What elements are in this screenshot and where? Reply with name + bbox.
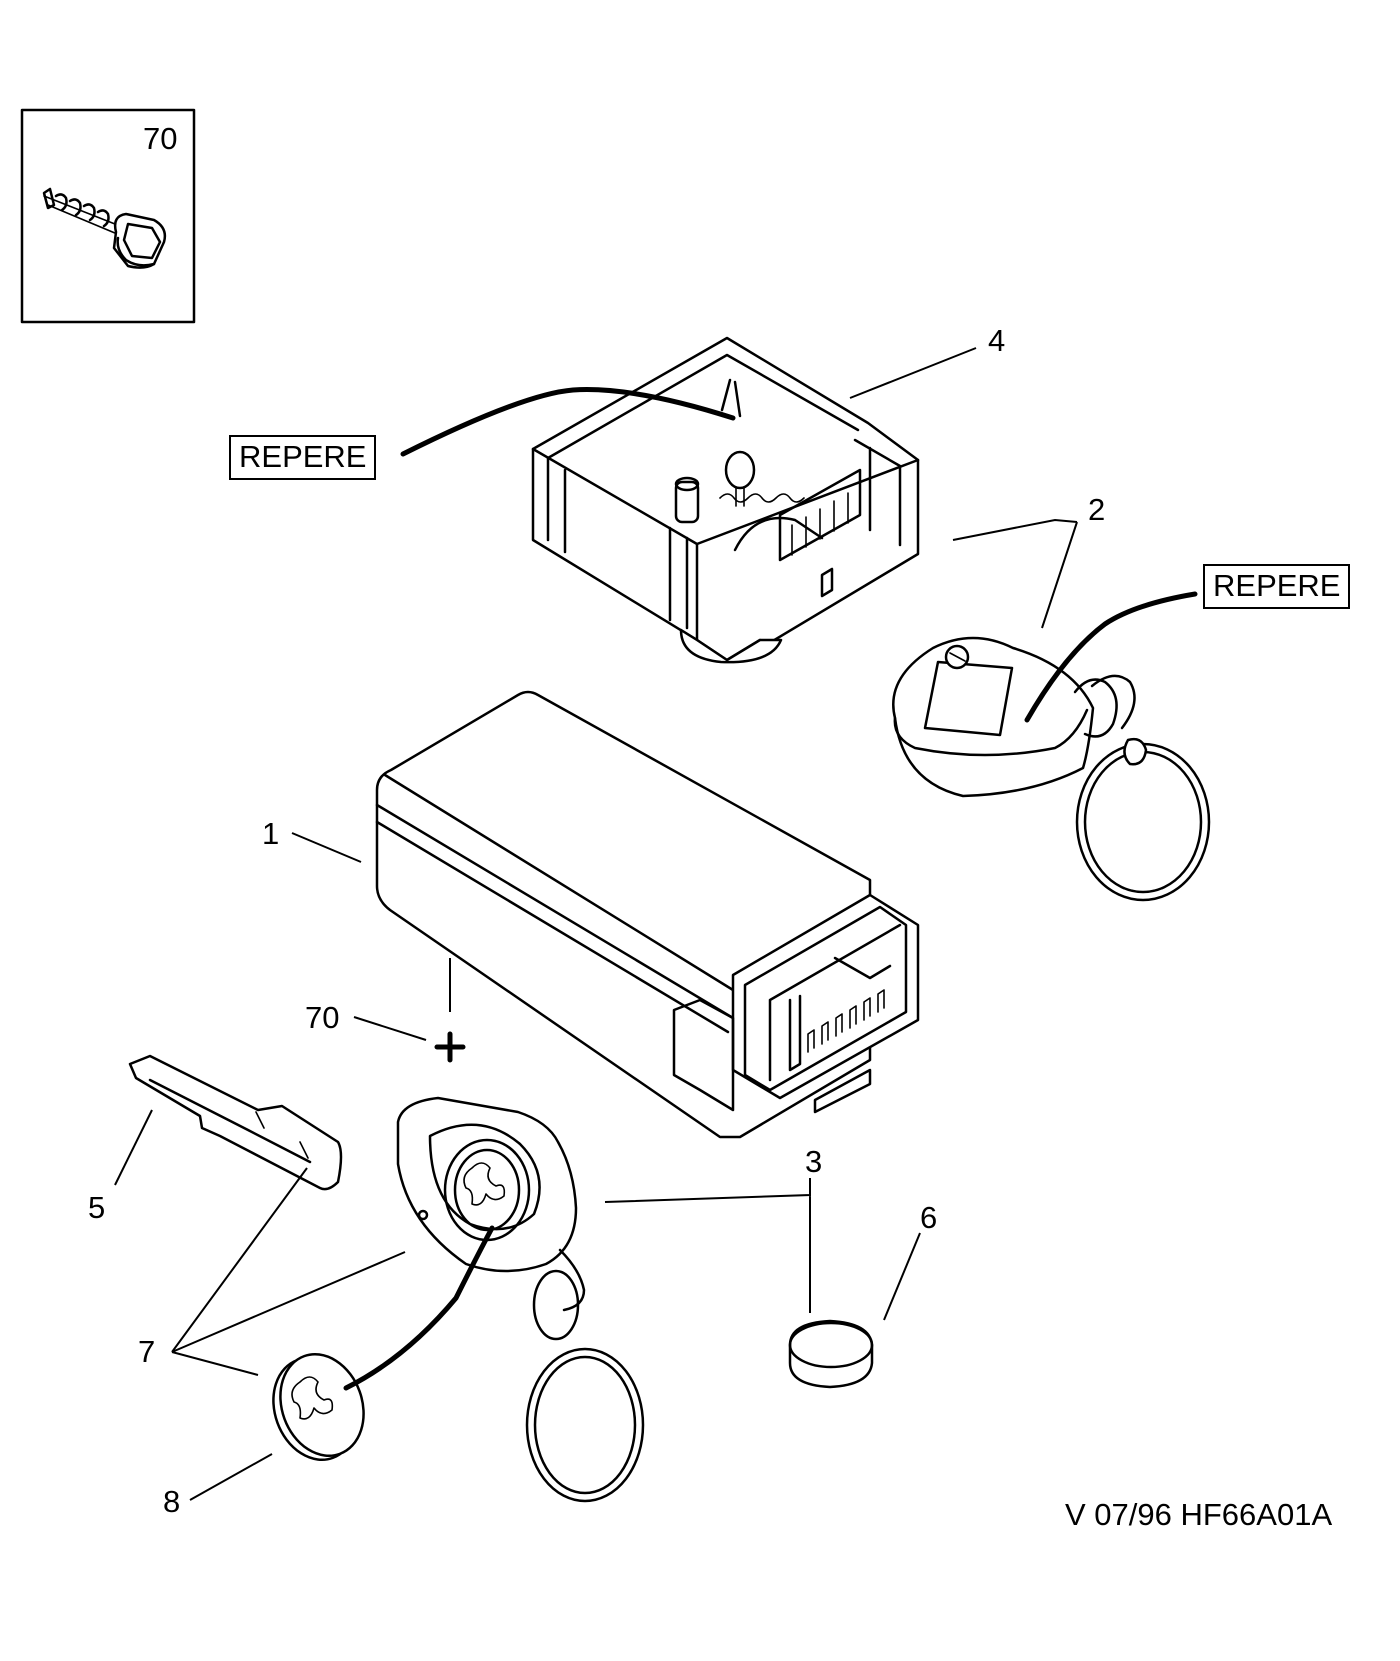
screw-icon [42, 187, 167, 269]
battery-cell [788, 1319, 874, 1389]
inset-box [20, 108, 196, 324]
callout-6: 6 [920, 1200, 938, 1235]
callout-3: 3 [805, 1144, 823, 1179]
fixing-point-marker [434, 1031, 466, 1063]
callout-5: 5 [88, 1190, 106, 1225]
repere-label-right: REPERE [1203, 564, 1351, 610]
receiver-housing [531, 336, 920, 664]
remote-key-fob [396, 1096, 645, 1503]
key-blade [128, 1054, 343, 1191]
callout-70: 70 [305, 1000, 340, 1035]
control-unit [375, 690, 920, 1139]
callout-1: 1 [262, 816, 280, 851]
repere-label-top: REPERE [229, 435, 377, 481]
drawing-reference: V 07/96 HF66A01A [1065, 1497, 1333, 1532]
emblem-badge [272, 1353, 365, 1461]
callout-8: 8 [163, 1484, 181, 1519]
callout-2: 2 [1088, 492, 1106, 527]
callout-7: 7 [138, 1334, 156, 1369]
leader-lines [114, 347, 1198, 1501]
inset-callout-70: 70 [143, 121, 178, 156]
remote-transmitter [892, 636, 1211, 902]
callout-4: 4 [988, 323, 1006, 358]
